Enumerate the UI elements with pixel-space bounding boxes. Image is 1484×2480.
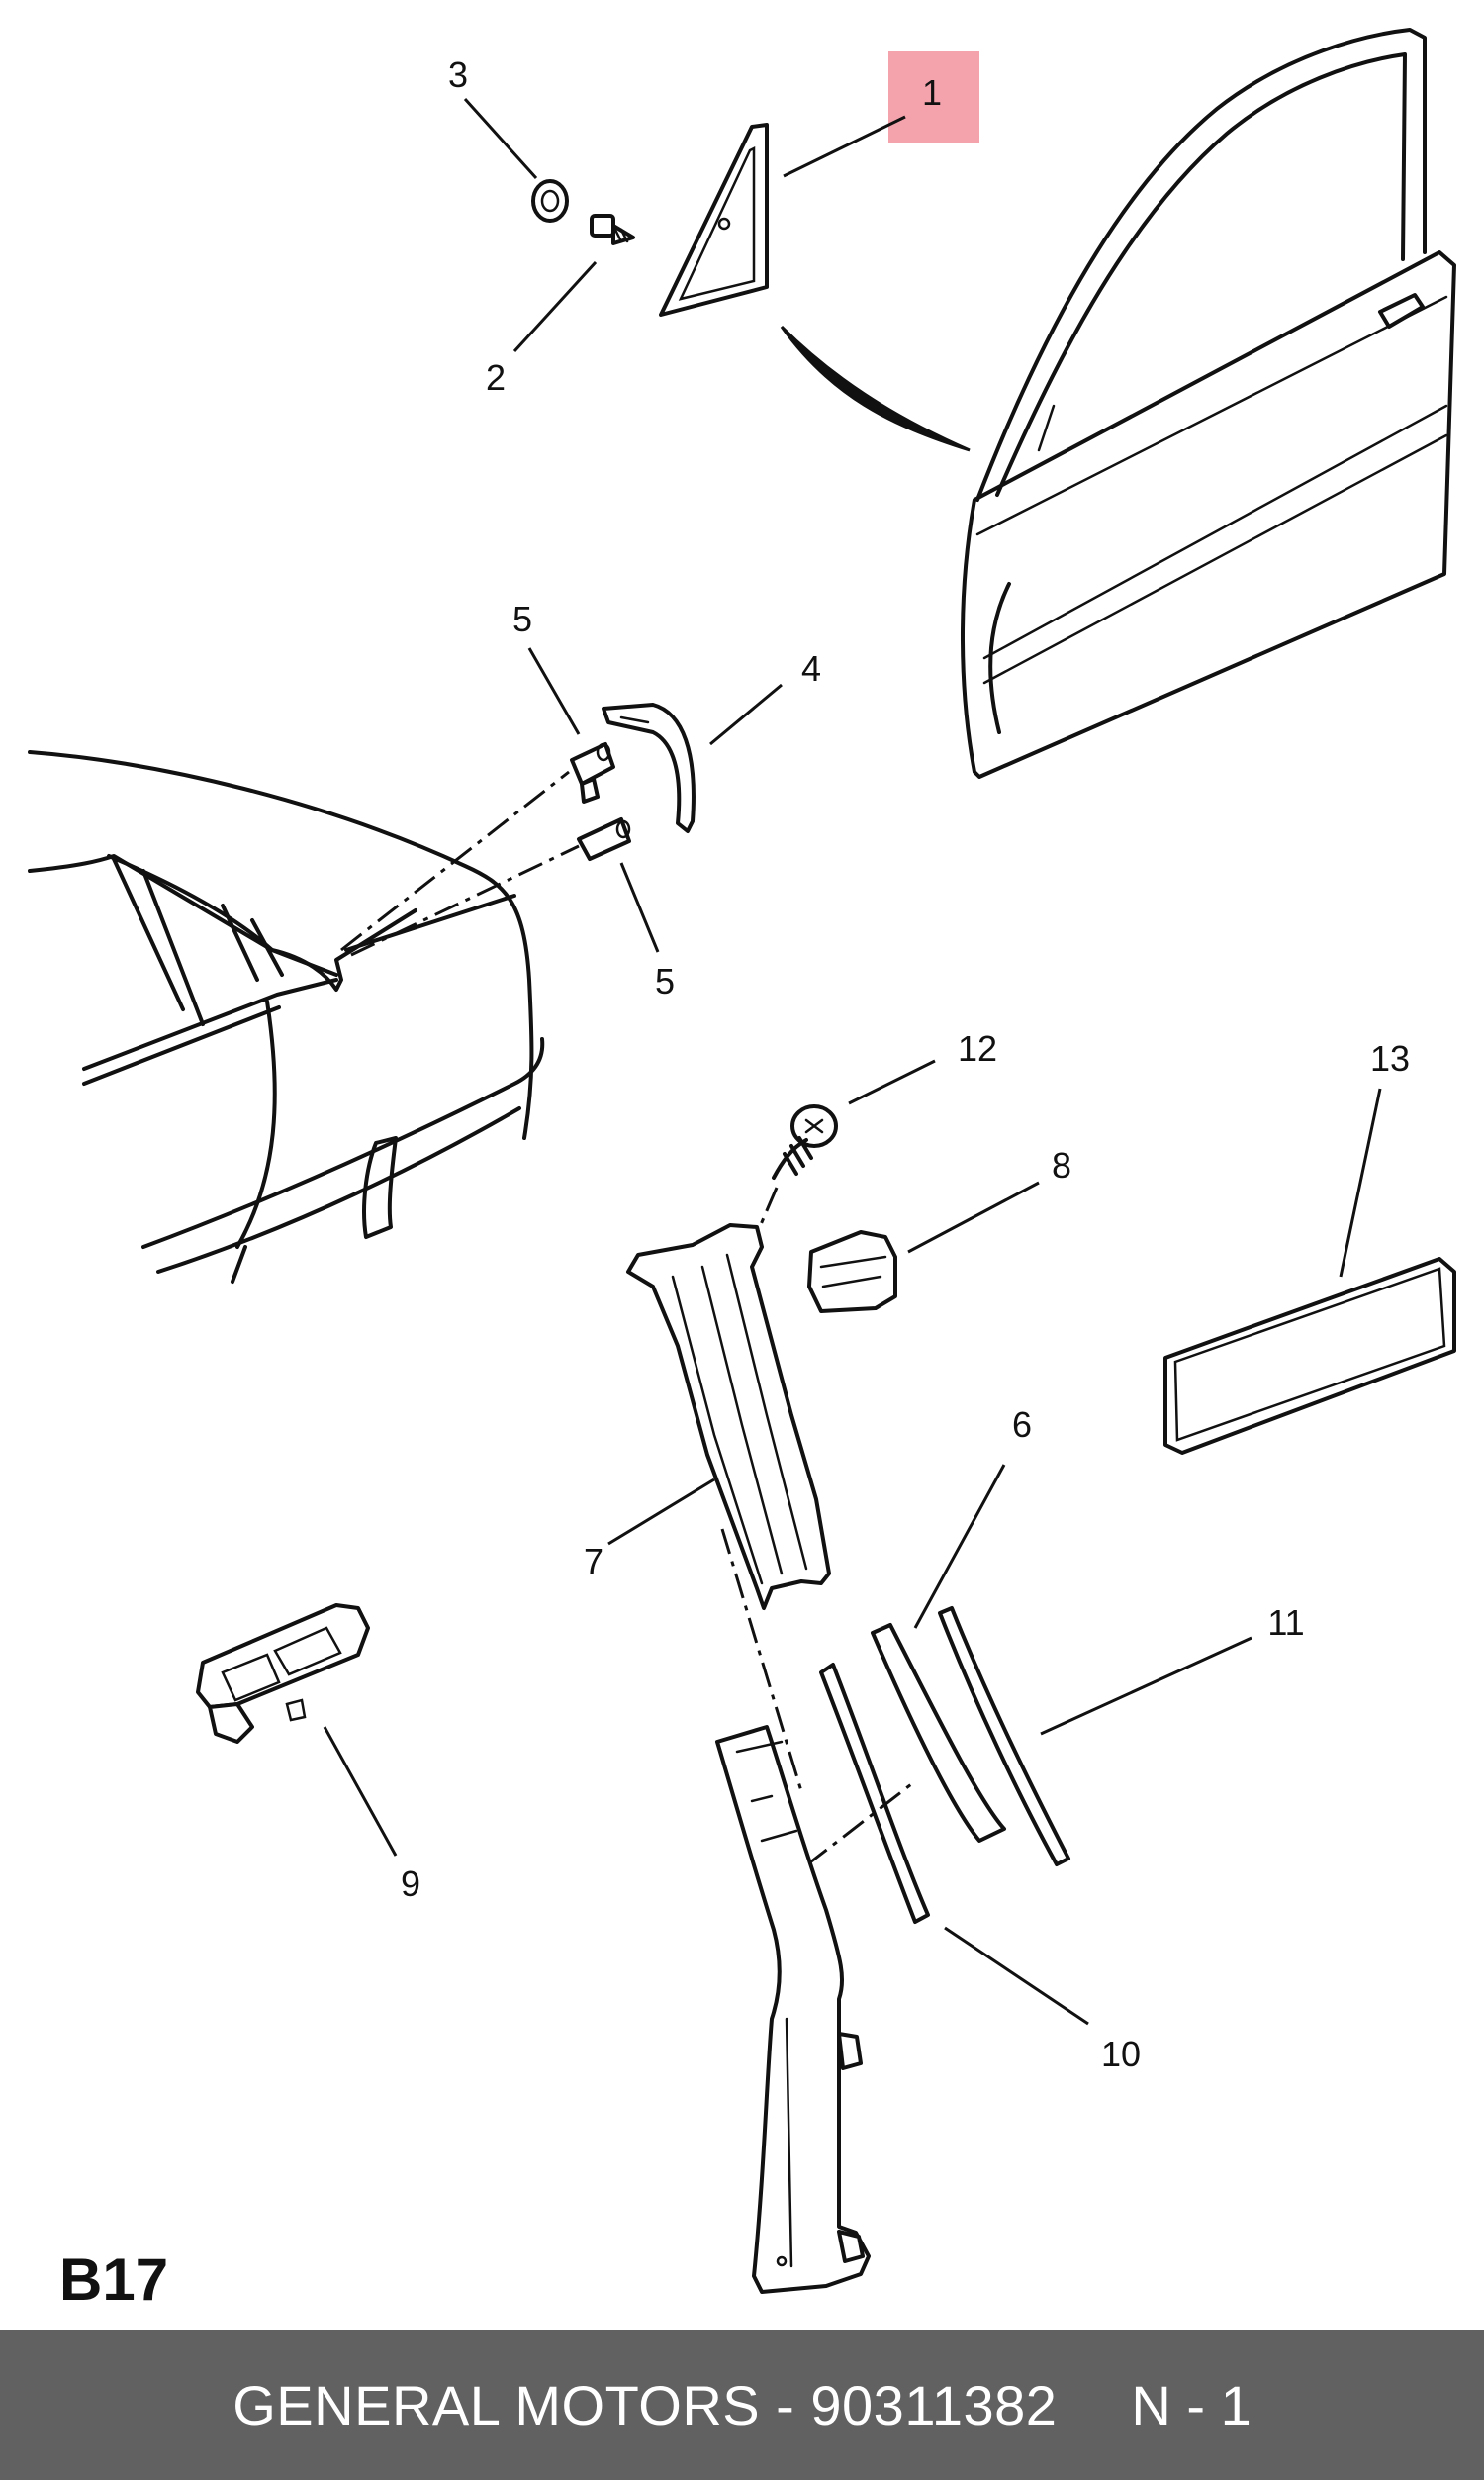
highlight-box-part-1 [888,51,979,143]
callout-8: 8 [1052,1145,1071,1186]
callout-2: 2 [486,357,506,398]
mounting-axis-5 [805,1779,916,1867]
mounting-axis-2 [350,844,580,957]
car-body [28,750,545,1284]
brand-part-number: GENERAL MOTORS - 90311382 [232,2373,1058,2436]
front-door [960,28,1456,779]
callout-4: 4 [801,648,821,689]
part-12-screw[interactable] [772,1104,838,1180]
pillar-trim-lower [715,1725,871,2294]
mounting-axis-1 [340,770,570,952]
callout-1: 1 [922,72,942,113]
part-1-quarter-window[interactable] [659,123,769,317]
part-5-clip-upper[interactable] [570,742,615,804]
parts-diagram: 1 2 3 4 5 5 12 8 13 6 7 11 9 10 B17 [28,28,1456,2313]
part-2-screw [590,214,635,245]
callout-11: 11 [1267,1602,1304,1643]
leader-lines [323,97,1382,2026]
callout-5-upper: 5 [512,599,532,639]
callout-13: 13 [1370,1038,1410,1079]
callout-12: 12 [958,1028,997,1069]
footer-bar: GENERAL MOTORS - 90311382 N - 1 [0,2330,1484,2480]
part-10-weatherstrip[interactable] [819,1663,930,1924]
part-13-panel[interactable] [1163,1257,1456,1455]
part-5-clip-lower[interactable] [577,817,631,861]
quantity-label: N - 1 [1131,2373,1252,2436]
callout-6: 6 [1012,1404,1032,1445]
callout-5-lower: 5 [655,961,675,1002]
part-9-switch[interactable] [196,1603,370,1744]
callout-9: 9 [401,1863,420,1904]
diagram-code: B17 [59,2246,168,2313]
part-4-trim-cap[interactable] [602,703,696,833]
part-7-pillar-trim-upper[interactable] [626,1223,831,1610]
part-8-clip[interactable] [807,1230,897,1313]
callout-10: 10 [1101,2034,1141,2074]
part-6-weatherstrip[interactable] [871,1623,1006,1843]
callout-3: 3 [448,54,468,95]
part-3-grommet [531,179,569,223]
callout-7: 7 [584,1541,603,1581]
assembly-arrow [780,325,971,452]
part-11-weatherstrip[interactable] [938,1606,1070,1866]
